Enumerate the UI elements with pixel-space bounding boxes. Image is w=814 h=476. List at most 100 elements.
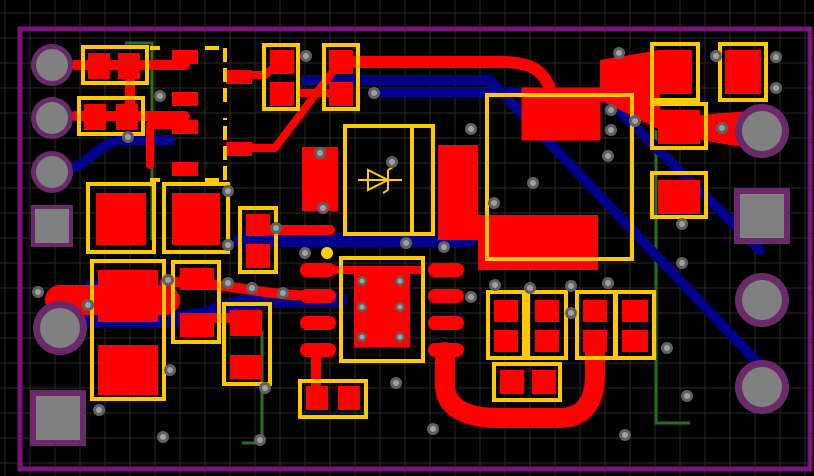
ic-pin[interactable]: [428, 316, 464, 330]
smd-pad[interactable]: [490, 215, 598, 270]
smd-pad[interactable]: [329, 82, 353, 106]
silkscreen-outline: [718, 42, 768, 102]
smd-pad[interactable]: [226, 70, 252, 84]
smd-pad[interactable]: [88, 53, 110, 79]
silkscreen-outline: [650, 42, 700, 102]
via-hole: [492, 282, 498, 288]
via-hole: [165, 277, 171, 283]
ic-pin[interactable]: [300, 263, 336, 277]
ic-pin[interactable]: [300, 343, 336, 357]
smd-pad[interactable]: [270, 50, 294, 74]
smd-pad[interactable]: [98, 270, 158, 322]
silkscreen-outline: [81, 45, 149, 85]
silkscreen-outline: [262, 43, 300, 111]
silkscreen-outline: [171, 260, 221, 344]
via-hole: [605, 153, 611, 159]
smd-pad[interactable]: [583, 300, 607, 322]
smd-pads: [84, 50, 761, 410]
smd-pad[interactable]: [270, 82, 294, 106]
via-hole: [225, 188, 231, 194]
via-hole: [359, 278, 365, 284]
silkscreen-outline: [486, 290, 526, 360]
ic-pin[interactable]: [428, 343, 464, 357]
smd-pad[interactable]: [535, 300, 559, 322]
via-hole: [608, 107, 614, 113]
via-hole: [359, 304, 365, 310]
via-hole: [257, 437, 263, 443]
smd-pad[interactable]: [622, 330, 648, 352]
smd-pad[interactable]: [658, 50, 692, 94]
smd-pad[interactable]: [98, 345, 158, 395]
smd-pad[interactable]: [622, 300, 648, 322]
smd-pad[interactable]: [118, 53, 140, 79]
via-hole: [320, 205, 326, 211]
ic-pin[interactable]: [300, 289, 336, 303]
smd-pad[interactable]: [172, 92, 198, 106]
smd-pad[interactable]: [230, 355, 262, 379]
silkscreen-outline: [492, 362, 562, 402]
smd-pad[interactable]: [500, 370, 524, 394]
via-hole: [96, 407, 102, 413]
via-hole: [303, 53, 309, 59]
silkscreen-outline: [322, 43, 360, 111]
smd-pad[interactable]: [532, 370, 556, 394]
smd-pad[interactable]: [226, 142, 252, 156]
through-hole-pads: [30, 44, 790, 446]
silkscreen-outline: [90, 259, 166, 401]
smd-pad[interactable]: [180, 313, 214, 337]
ic-silkscreen: [339, 256, 425, 363]
via-hole: [85, 302, 91, 308]
smd-pad[interactable]: [725, 50, 761, 94]
smd-pad[interactable]: [246, 244, 270, 268]
smd-pad[interactable]: [329, 50, 353, 74]
smd-pad[interactable]: [440, 147, 478, 213]
th-hole: [36, 156, 68, 188]
via-hole: [160, 434, 166, 440]
th-hole: [40, 308, 80, 348]
smd-pad[interactable]: [116, 104, 138, 130]
connector-j3: [734, 104, 790, 414]
via-hole: [679, 260, 685, 266]
smd-pad[interactable]: [658, 180, 700, 214]
via-hole: [468, 126, 474, 132]
smd-pad[interactable]: [494, 330, 518, 352]
smd-pad[interactable]: [172, 50, 198, 64]
via-hole: [125, 134, 131, 140]
via-hole: [622, 432, 628, 438]
smd-pad[interactable]: [172, 162, 198, 176]
smd-pad[interactable]: [96, 193, 146, 245]
via-hole: [491, 200, 497, 206]
silkscreen-outline: [77, 96, 145, 136]
via-hole: [273, 225, 279, 231]
connector-j1: [31, 44, 73, 247]
smd-pad[interactable]: [172, 193, 220, 245]
ic-pin[interactable]: [428, 263, 464, 277]
via-hole: [430, 426, 436, 432]
silkscreen-outline: [205, 46, 227, 182]
th-hole: [35, 209, 69, 243]
smd-pad[interactable]: [180, 268, 214, 290]
board-outline: [17, 26, 813, 472]
via-hole: [397, 278, 403, 284]
smd-pad[interactable]: [583, 330, 607, 352]
ic-pin[interactable]: [300, 316, 336, 330]
smd-pad[interactable]: [338, 386, 360, 410]
smd-pad[interactable]: [84, 104, 106, 130]
smd-pad[interactable]: [535, 330, 559, 352]
th-hole: [742, 280, 782, 320]
via-hole: [249, 285, 255, 291]
via-hole: [568, 310, 574, 316]
smd-pad[interactable]: [246, 214, 270, 236]
via-hole: [632, 118, 638, 124]
top-trace: [435, 330, 605, 428]
ic-pin[interactable]: [428, 289, 464, 303]
silkscreen-outline: [86, 182, 156, 254]
smd-pad[interactable]: [172, 120, 198, 134]
via-hole: [527, 285, 533, 291]
ic-pins: [300, 263, 464, 357]
smd-pad[interactable]: [494, 300, 518, 322]
smd-pad[interactable]: [230, 310, 262, 336]
smd-pad[interactable]: [306, 386, 328, 410]
smd-pad[interactable]: [658, 110, 700, 144]
